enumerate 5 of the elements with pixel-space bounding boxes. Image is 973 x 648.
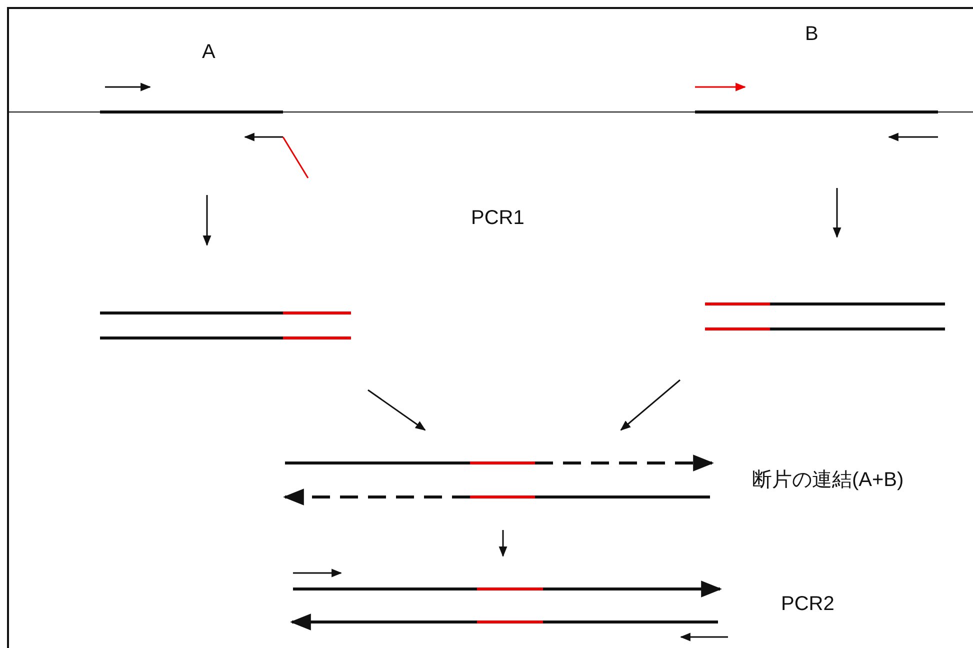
step-label: 断片の連結(A+B) — [752, 468, 904, 492]
fragment-label: A — [202, 40, 216, 64]
step-label: PCR1 — [471, 206, 524, 230]
fragment-label: B — [805, 22, 818, 46]
step-label: PCR2 — [781, 592, 834, 616]
